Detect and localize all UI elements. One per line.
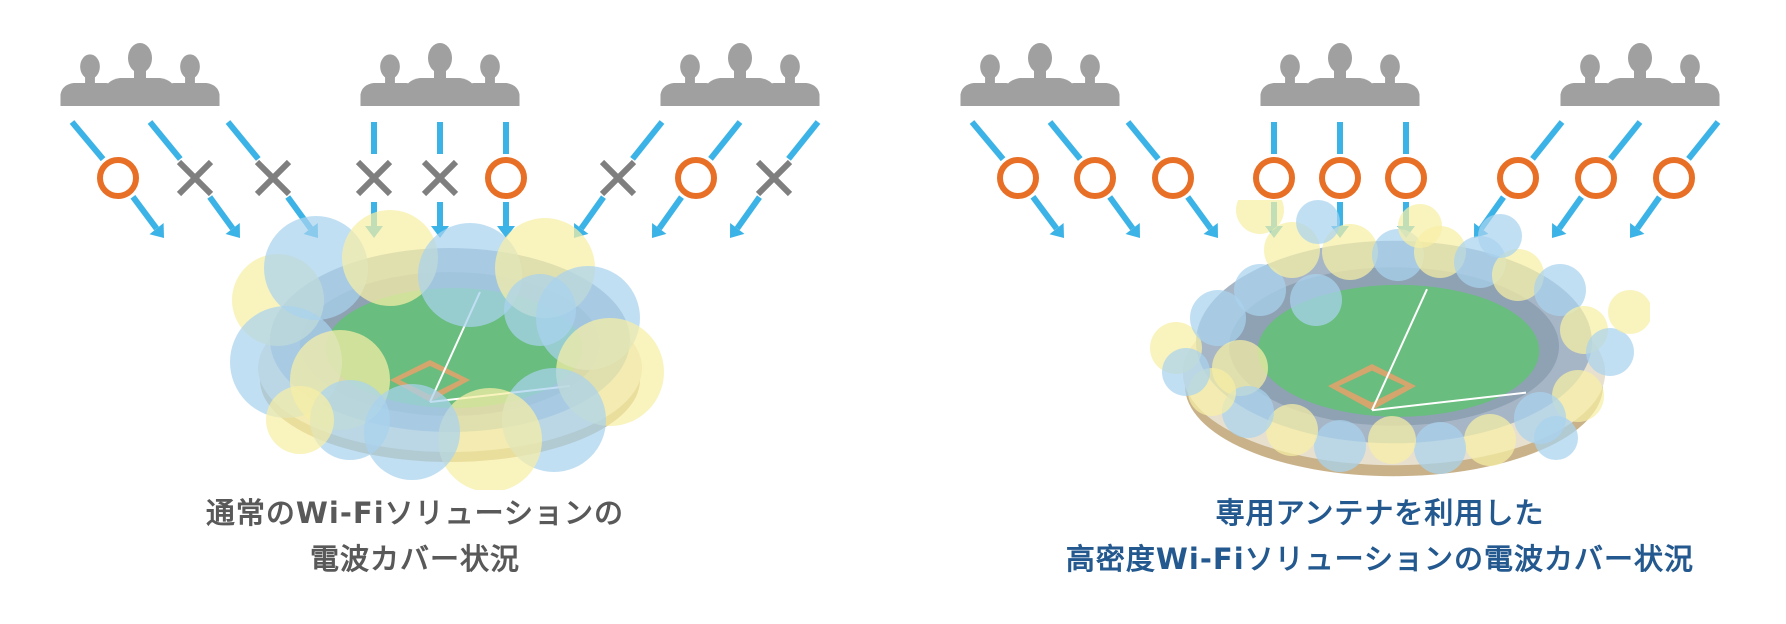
arrow-down-icon [497,122,515,238]
circle-ok-icon [1653,157,1695,199]
person-silhouette-icon [1304,43,1376,106]
caption-high-density-wifi: 専用アンテナを利用した 高密度Wi-Fiソリューションの電波カバー状況 [990,490,1770,582]
wifi-coverage-bubbles [230,210,664,490]
cross-ng-icon [355,159,393,197]
person-silhouette-icon [404,43,476,106]
caption-right-line-2: 高密度Wi-Fiソリューションの電波カバー状況 [1065,542,1695,576]
caption-right-line-1: 専用アンテナを利用した [1215,496,1545,530]
person-silhouette-icon [104,43,176,106]
panel-high-density-wifi [960,43,1721,477]
wifi-coverage-bubbles [1150,200,1650,474]
circle-ok-icon [97,157,139,199]
circle-ok-icon [1074,157,1116,199]
cross-ng-icon [599,159,637,197]
caption-standard-wifi: 通常のWi-Fiソリューションの 電波カバー状況 [120,490,710,582]
arrow-down-icon [147,120,240,238]
person-silhouette-icon [704,43,776,106]
arrow-down-icon [431,122,449,238]
circle-ok-icon [1575,157,1617,199]
circle-ok-icon [997,157,1039,199]
person-silhouette-icon [1004,43,1076,106]
panel-standard-wifi [60,43,821,490]
arrow-down-icon [69,120,164,238]
cross-ng-icon [421,159,459,197]
circle-ok-icon [1497,157,1539,199]
circle-ok-icon [1152,157,1194,199]
arrow-down-icon [969,120,1064,238]
caption-left-line-1: 通常のWi-Fiソリューションの [205,496,625,530]
circle-ok-icon [1385,157,1427,199]
circle-ok-icon [485,157,527,199]
circle-ok-icon [1253,157,1295,199]
cross-ng-icon [755,159,793,197]
arrow-down-icon [730,120,821,238]
cross-ng-icon [176,159,214,197]
circle-ok-icon [1319,157,1361,199]
arrow-down-icon [1630,120,1721,238]
cross-ng-icon [254,159,292,197]
circle-ok-icon [675,157,717,199]
caption-left-line-2: 電波カバー状況 [309,542,520,576]
arrow-down-icon [652,120,743,238]
arrow-down-icon [1552,120,1643,238]
arrow-down-icon [1125,120,1218,238]
arrow-down-icon [1047,120,1140,238]
person-silhouette-icon [1604,43,1676,106]
